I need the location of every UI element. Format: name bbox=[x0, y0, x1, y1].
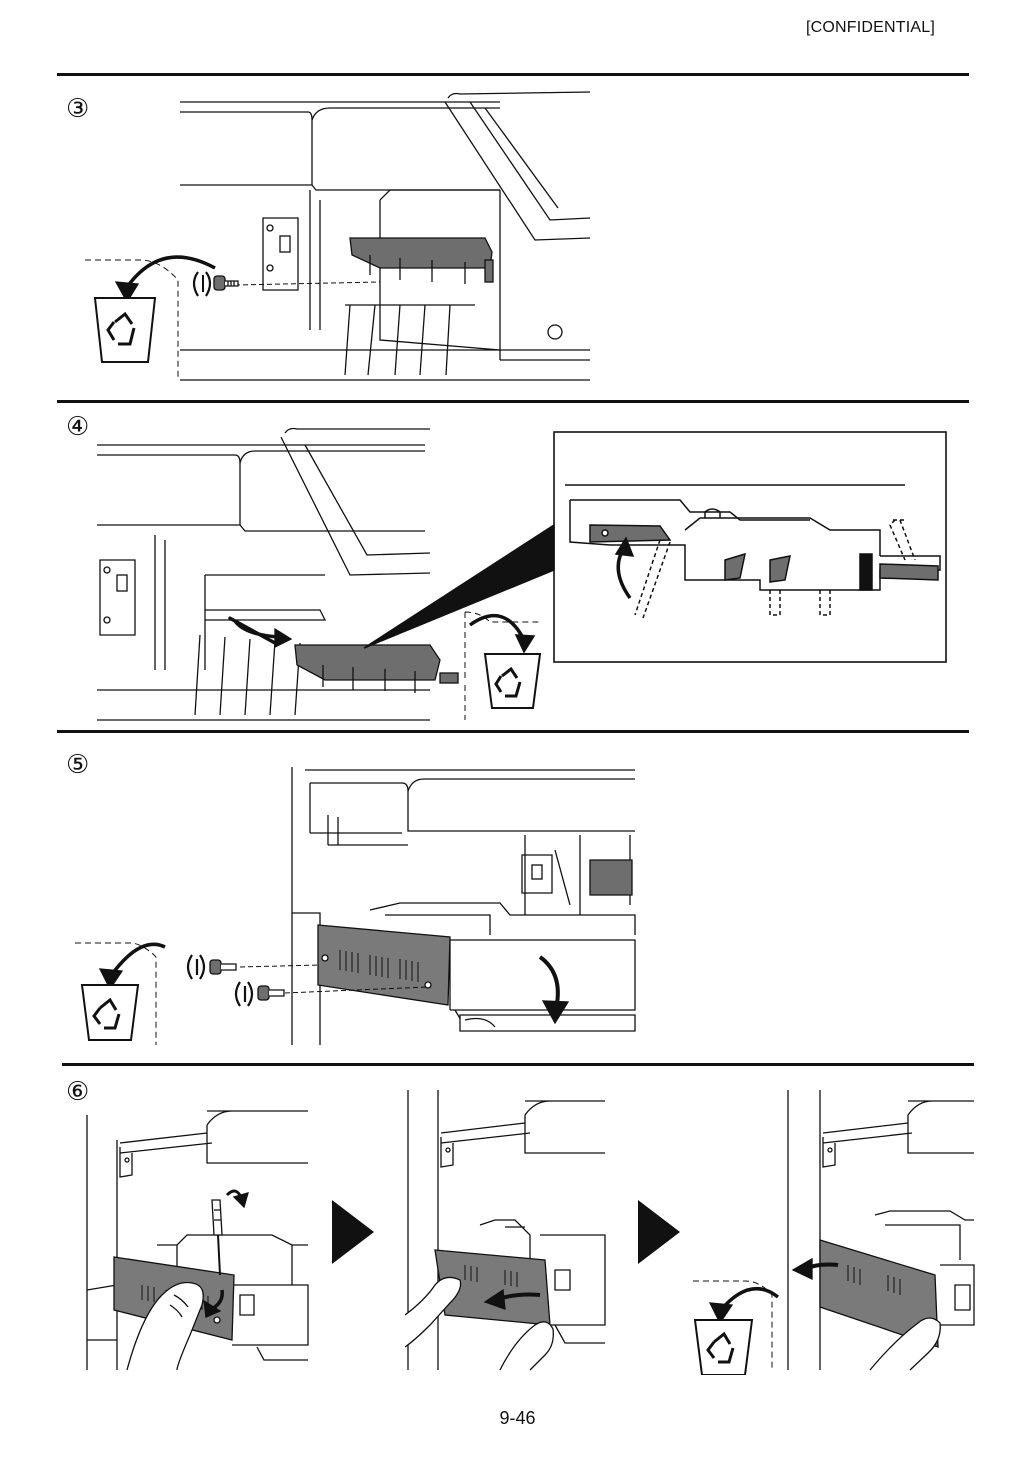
step-6-illustration-a bbox=[82, 1085, 312, 1375]
recycle-bin-icon bbox=[93, 297, 157, 363]
confidential-label: [CONFIDENTIAL] bbox=[805, 19, 935, 36]
step-6-illustration-c bbox=[690, 1085, 978, 1375]
step-6-illustration-b bbox=[405, 1085, 610, 1375]
hand-icon bbox=[405, 1276, 462, 1348]
step-3-illustration bbox=[80, 90, 590, 390]
section-divider-3 bbox=[57, 730, 969, 733]
section-divider-1 bbox=[57, 73, 969, 76]
step-4-marker: ④ bbox=[66, 412, 90, 442]
recycle-bin-icon bbox=[80, 984, 140, 1041]
section-divider-4 bbox=[62, 1063, 974, 1066]
recycle-bin-icon bbox=[483, 653, 542, 709]
step-4-illustration bbox=[95, 425, 555, 725]
section-divider-2 bbox=[57, 400, 969, 403]
recycle-bin-icon bbox=[693, 1319, 754, 1375]
step-4-callout bbox=[340, 430, 950, 720]
screwdriver-icon bbox=[211, 1199, 223, 1276]
step-6-marker: ⑥ bbox=[66, 1077, 90, 1107]
hand-icon bbox=[869, 1317, 941, 1371]
step-3-marker: ③ bbox=[66, 94, 90, 124]
next-step-triangle-icon bbox=[638, 1200, 680, 1264]
step-5-illustration bbox=[70, 765, 640, 1050]
hand-icon bbox=[126, 1281, 204, 1371]
hand-icon bbox=[499, 1321, 554, 1371]
step-5-marker: ⑤ bbox=[66, 750, 90, 780]
screw-icon bbox=[209, 959, 237, 975]
next-step-triangle-icon bbox=[332, 1200, 374, 1264]
page-number: 9-46 bbox=[499, 1408, 536, 1428]
screw-icon bbox=[213, 275, 239, 291]
screw-icon bbox=[257, 985, 285, 1001]
